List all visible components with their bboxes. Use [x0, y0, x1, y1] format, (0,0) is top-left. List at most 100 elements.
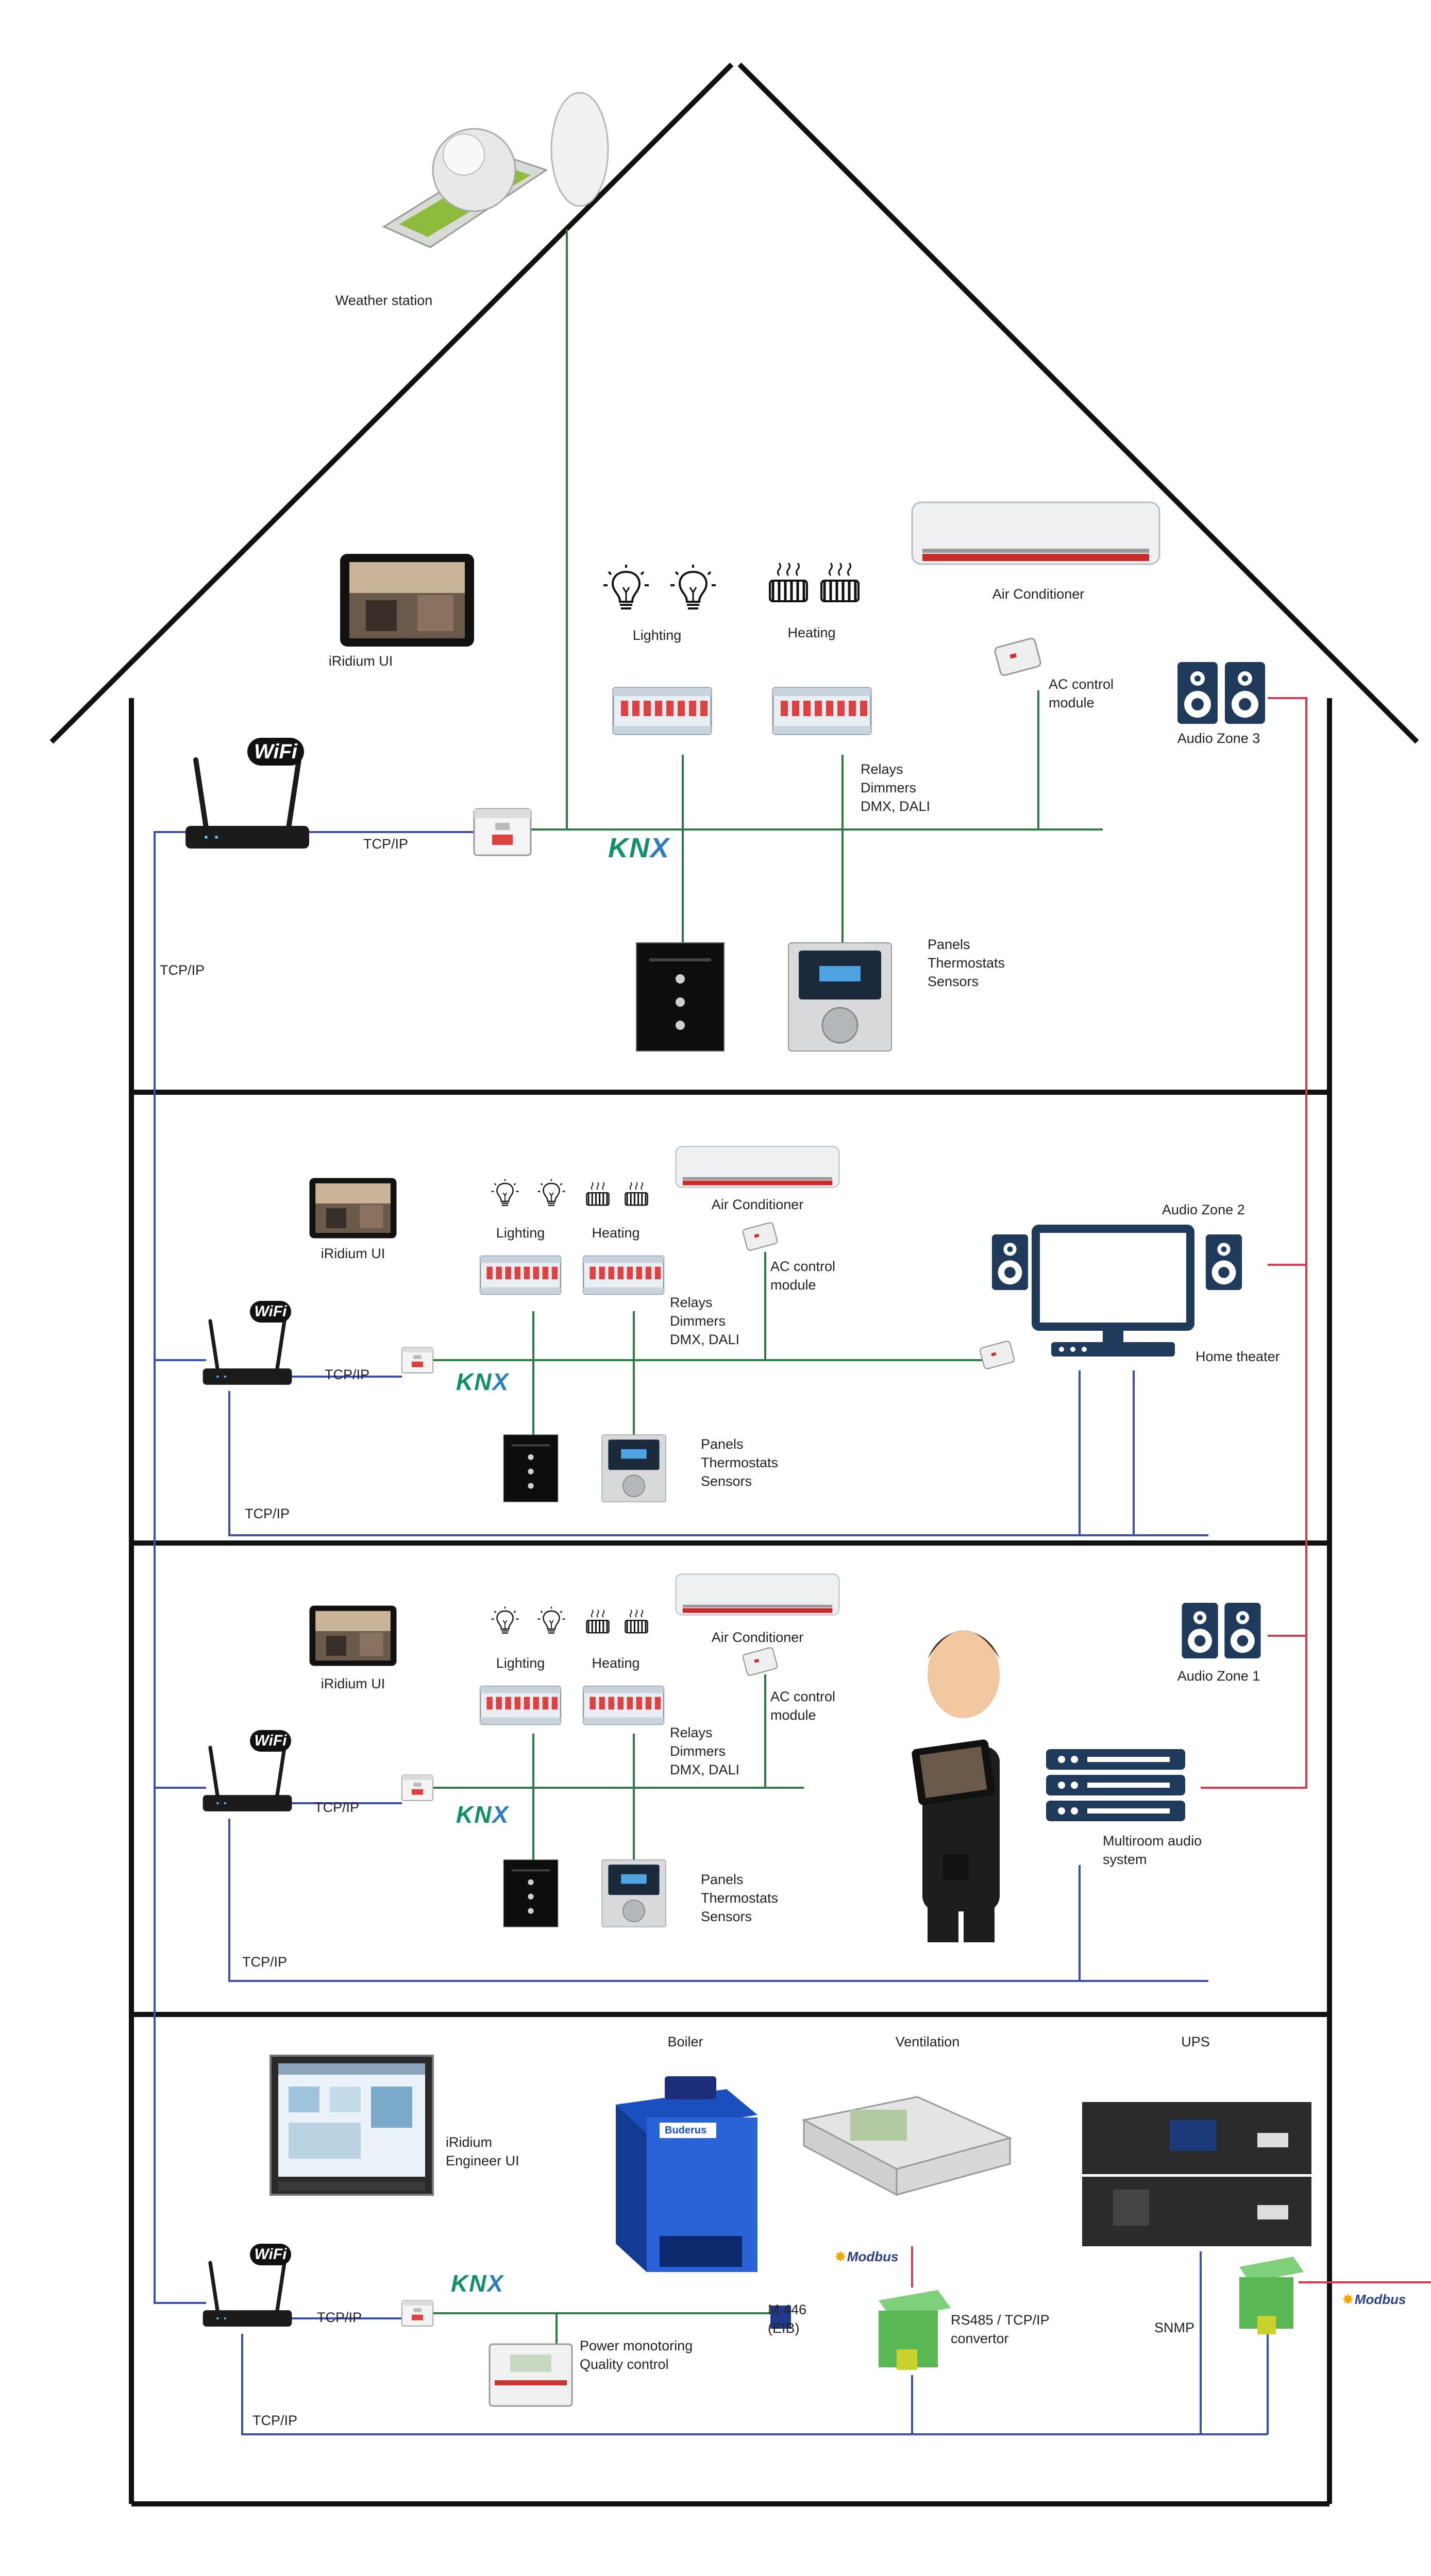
- snmp-convertor: [1239, 2257, 1304, 2334]
- air-conditioner-label: Air Conditioner: [992, 586, 1085, 602]
- knx-logo: KNX: [451, 2270, 504, 2297]
- weather-station-label: Weather station: [335, 293, 433, 308]
- air-conditioner-unit: [911, 501, 1160, 565]
- ventilation-label: Ventilation: [895, 2034, 960, 2049]
- boiler-label: Boiler: [667, 2034, 703, 2049]
- lighting-actuator: [479, 1685, 562, 1725]
- weather-station: [382, 92, 609, 248]
- lighting-label: Lighting: [496, 1655, 545, 1671]
- air-conditioner-unit: [675, 1146, 840, 1188]
- ac-control-module: [742, 1646, 779, 1677]
- wifi-logo: WiFi: [250, 1301, 291, 1323]
- heating-label: Heating: [592, 1655, 640, 1671]
- home-theater-right-speaker: [1205, 1234, 1242, 1290]
- lighting-bulb-icon: [537, 1178, 566, 1206]
- lighting-bulb-icon: [602, 564, 650, 609]
- tcpip-label: TCP/IP: [325, 1367, 370, 1382]
- knx-logo: KNX: [456, 1801, 510, 1828]
- lighting-bulb-icon: [491, 1178, 519, 1206]
- tcpip-bottom-label: TCP/IP: [245, 1506, 290, 1521]
- ups-label: UPS: [1181, 2034, 1210, 2049]
- audio-zone-label: Audio Zone 3: [1177, 731, 1260, 746]
- tcpip-riser-label: TCP/IP: [160, 962, 205, 978]
- multiroom-audio-rack: [1046, 1749, 1185, 1821]
- heating-radiator-icon: [624, 1609, 649, 1634]
- wifi-router: [203, 1321, 292, 1385]
- tcpip-label: TCP/IP: [363, 836, 409, 852]
- iridium-ui-label: iRidium UI: [321, 1676, 385, 1691]
- wifi-logo: WiFi: [250, 1730, 291, 1752]
- boiler-unit: [616, 2076, 757, 2272]
- knx-ip-gateway: [401, 2300, 434, 2327]
- iridium-ui-label: iRidium UI: [321, 1246, 385, 1261]
- lighting-bulb-icon: [669, 564, 717, 609]
- m446-label: M 446(EIB): [768, 2302, 807, 2336]
- heating-actuator: [582, 1685, 665, 1725]
- knx-ip-gateway: [401, 1347, 434, 1374]
- heating-radiator-icon: [585, 1181, 610, 1206]
- snmp-label: SNMP: [1154, 2320, 1195, 2335]
- ac-control-module: [742, 1221, 779, 1252]
- audio-zone-label: Audio Zone 2: [1162, 1202, 1245, 1217]
- heating-radiator-icon: [624, 1181, 649, 1206]
- tcpip-label: TCP/IP: [314, 1800, 360, 1815]
- glass-touch-panel: [503, 1434, 559, 1502]
- lighting-bulb-icon: [491, 1606, 519, 1634]
- iridium-ui-tablet: [309, 1178, 397, 1239]
- thermostat-panel: [787, 942, 893, 1052]
- wifi-router: [203, 2263, 292, 2327]
- heating-radiator-icon: [585, 1609, 610, 1634]
- thermostat-panel: [601, 1434, 666, 1503]
- air-conditioner-label: Air Conditioner: [711, 1630, 804, 1645]
- wifi-logo: WiFi: [247, 738, 304, 766]
- air-conditioner-unit: [675, 1573, 840, 1616]
- heating-actuator: [582, 1255, 665, 1295]
- heating-label: Heating: [592, 1225, 640, 1241]
- ups-unit: [1082, 2102, 1311, 2246]
- iridium-ui-label: iRidium UI: [328, 653, 393, 669]
- iridium-ui-tablet: [309, 1605, 397, 1666]
- lighting-actuator: [612, 687, 712, 735]
- heating-radiator-icon: [821, 563, 858, 601]
- knx-logo: KNX: [608, 833, 670, 863]
- house-outline: [49, 62, 1419, 2506]
- iridium-ui-tablet: [340, 554, 474, 647]
- ventilation-unit: [801, 2096, 1013, 2196]
- tcpip-label: TCP/IP: [317, 2310, 362, 2325]
- heating-actuator: [772, 687, 872, 735]
- knx-ip-gateway: [401, 1774, 434, 1801]
- audio-zone-speakers: [1177, 662, 1265, 724]
- tcpip-bottom-label: TCP/IP: [242, 1954, 288, 1970]
- heating-radiator-icon: [770, 563, 807, 601]
- lighting-actuator: [479, 1255, 562, 1295]
- air-conditioner-label: Air Conditioner: [711, 1197, 804, 1212]
- tcpip-network-lines: [154, 831, 1269, 2435]
- glass-touch-panel: [636, 942, 725, 1052]
- m446-module: [770, 2306, 791, 2329]
- knx-ip-gateway: [473, 808, 532, 856]
- boiler-brand-label: Buderus: [665, 2125, 707, 2136]
- heating-label: Heating: [787, 625, 836, 640]
- modbus-logo: Modbus: [1342, 2292, 1406, 2308]
- thermostat-panel: [601, 1859, 666, 1928]
- knx-logo: KNX: [456, 1368, 510, 1395]
- audio-zone-label: Audio Zone 1: [1177, 1668, 1260, 1684]
- wifi-router: [203, 1748, 292, 1811]
- audio-zone-speakers: [1182, 1603, 1261, 1658]
- home-theater-tv: [1032, 1225, 1194, 1357]
- home-theater-left-speaker: [991, 1234, 1029, 1290]
- engineer-ui-monitor: [270, 2055, 434, 2196]
